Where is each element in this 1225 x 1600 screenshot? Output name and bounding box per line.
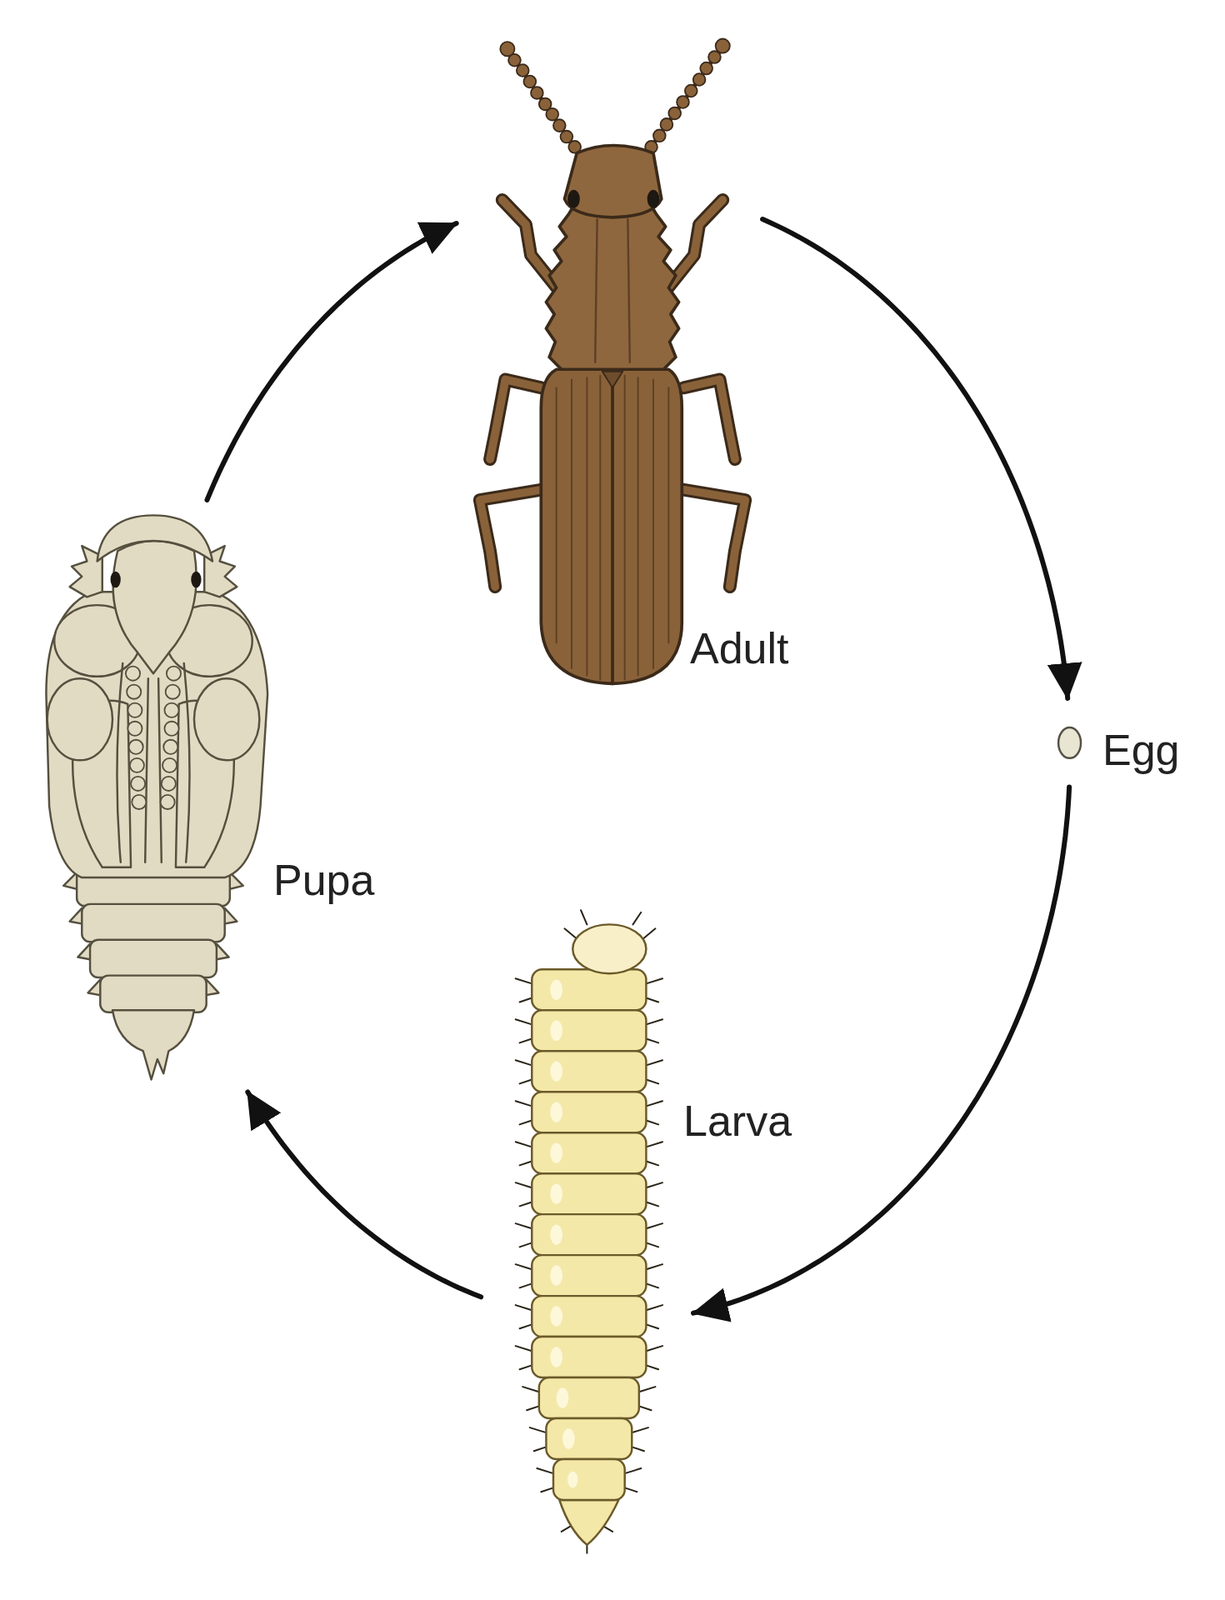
larva-segment <box>531 1255 646 1296</box>
larva-segment <box>531 1173 646 1215</box>
pupa-hood <box>97 515 213 561</box>
pupa-leg-knee <box>194 678 260 760</box>
pupa-abdomen-segment <box>81 904 225 942</box>
stage-node: Egg <box>1057 726 1083 760</box>
beetle-pronotum-ridges <box>595 219 630 362</box>
beetle-eye <box>567 190 580 209</box>
pupa-antenna-beads <box>125 666 181 810</box>
larva-segment <box>531 1091 646 1133</box>
pupa <box>45 515 268 1080</box>
pupa-eye <box>190 571 201 589</box>
stage-label: Egg <box>1102 724 1180 776</box>
larva-segment <box>531 1050 646 1092</box>
larva-segment <box>539 1377 640 1419</box>
larva-segment <box>531 1214 646 1255</box>
beetle-elytra <box>540 369 682 684</box>
beetle-pronotum <box>545 209 679 370</box>
egg <box>1058 727 1081 759</box>
larva-tail <box>559 1500 619 1545</box>
stage-label: Larva <box>683 1095 792 1147</box>
larva-segment <box>531 1010 646 1051</box>
beetle-scutellum <box>602 371 623 389</box>
larva-segment <box>545 1418 632 1460</box>
pupa-head <box>113 540 197 674</box>
cycle-arrow <box>247 1092 481 1298</box>
beetle-eye <box>647 190 660 209</box>
larva <box>515 910 663 1553</box>
larva-bristles <box>515 910 663 1553</box>
pupa-leg-knee <box>47 678 113 760</box>
larva-segment <box>531 969 646 1010</box>
stage-node: Larva <box>495 908 680 1542</box>
pupa-tail <box>112 1010 195 1080</box>
beetle-head <box>564 145 661 217</box>
larva-segment <box>553 1459 625 1500</box>
stage-label: Adult <box>690 622 790 675</box>
pupa-eye <box>110 571 121 589</box>
adult-beetle <box>480 39 745 685</box>
beetle-suture <box>610 369 615 684</box>
pupa-abdomen-segment <box>100 975 206 1013</box>
cycle-arrow <box>207 223 457 500</box>
stage-node: Adult <box>469 35 750 684</box>
larva-segment <box>531 1295 646 1337</box>
pupa-leg-lines <box>116 663 190 863</box>
larva-head <box>572 924 646 974</box>
cycle-arrow <box>693 787 1070 1314</box>
larva-highlights <box>550 980 578 1489</box>
pupa-abdomen-segment <box>90 940 217 978</box>
larva-segment <box>531 1336 646 1378</box>
larva-segment <box>531 1132 646 1174</box>
stage-node: Pupa <box>40 515 271 1077</box>
stage-label: Pupa <box>273 854 375 906</box>
cycle-arrow <box>762 219 1068 699</box>
